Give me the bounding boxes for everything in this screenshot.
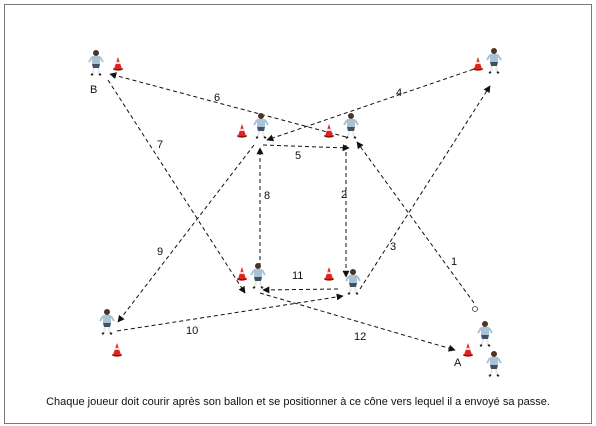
- pass-arrow-11: [262, 286, 339, 294]
- pass-arrow-1: [356, 141, 475, 304]
- cone-inner-top-right: [324, 124, 334, 138]
- pass-label-10: 10: [186, 325, 198, 337]
- pass-arrow-6: [109, 72, 347, 138]
- pass-label-3: 3: [390, 241, 396, 253]
- cones: [112, 57, 483, 357]
- pass-labels: 1 2 3 4 5 6 7 8 9 10 11 12: [157, 87, 457, 343]
- pass-arrow-7: [107, 79, 246, 294]
- pass-label-8: 8: [264, 190, 270, 202]
- point-label-b: B: [90, 84, 97, 96]
- pass-arrow-3: [359, 85, 491, 290]
- pass-arrow-9: [117, 144, 255, 323]
- pass-label-11: 11: [292, 270, 303, 282]
- cone-bottom-left: [112, 343, 122, 357]
- pass-arrows: [107, 66, 491, 352]
- pass-arrow-5: [262, 144, 350, 152]
- pass-arrow-12: [259, 292, 456, 352]
- cone-bottom-right: [463, 343, 473, 357]
- pass-label-2: 2: [341, 189, 347, 201]
- player-a-front: [477, 320, 493, 347]
- pass-label-12: 12: [354, 331, 366, 343]
- player-inner-bottom-right: [345, 268, 361, 295]
- pass-label-1: 1: [451, 256, 457, 268]
- pass-label-5: 5: [295, 150, 301, 162]
- cone-top-left: [113, 57, 123, 71]
- drill-caption: Chaque joueur doit courir après son ball…: [46, 396, 550, 408]
- cone-inner-bottom-left: [237, 267, 247, 281]
- pass-label-9: 9: [157, 246, 163, 258]
- player-b: [88, 49, 104, 76]
- cone-top-right: [473, 57, 483, 71]
- player-inner-top-right: [343, 112, 359, 139]
- pass-arrow-4: [266, 66, 481, 142]
- cone-inner-bottom-right: [324, 267, 334, 281]
- ball-icon: [472, 306, 478, 312]
- player-inner-top-left: [253, 112, 269, 139]
- player-a-back: [486, 350, 502, 377]
- player-top-right: [486, 47, 502, 74]
- pass-label-6: 6: [214, 92, 220, 104]
- pass-arrow-10: [116, 293, 344, 332]
- pass-label-4: 4: [396, 87, 402, 99]
- players: [88, 47, 502, 377]
- point-label-a: A: [454, 357, 462, 369]
- pass-label-7: 7: [157, 139, 163, 151]
- cone-inner-top-left: [237, 124, 247, 138]
- player-bottom-left: [99, 308, 115, 335]
- player-inner-bottom-left: [250, 262, 266, 289]
